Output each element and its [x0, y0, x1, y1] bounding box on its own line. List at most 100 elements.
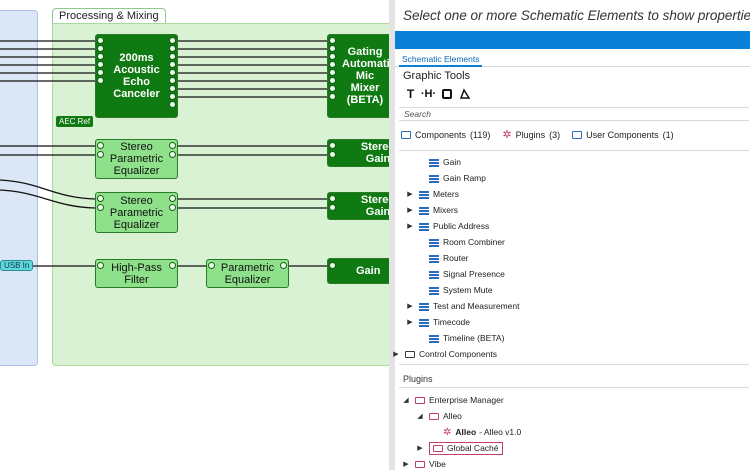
tree-item-signal-presence[interactable]: Signal Presence [419, 266, 505, 282]
input-pin[interactable] [329, 37, 336, 44]
input-pin[interactable] [329, 69, 336, 76]
tree-item-system-mute[interactable]: System Mute [419, 282, 493, 298]
input-pin[interactable] [329, 204, 336, 211]
tree-item-gain-ramp[interactable]: Gain Ramp [419, 170, 486, 186]
output-pin[interactable] [169, 151, 176, 158]
expand-arrow-icon[interactable]: ▶ [407, 319, 413, 326]
aec-ref-tag[interactable]: AEC Ref [56, 116, 94, 127]
expand-arrow-icon[interactable]: ▶ [407, 191, 413, 198]
output-pin[interactable] [169, 262, 176, 269]
output-pin[interactable] [169, 45, 176, 52]
tree-item-vibe[interactable]: ▶ Vibe [401, 456, 446, 470]
output-pin[interactable] [169, 204, 176, 211]
expand-arrow-icon[interactable]: ▶ [407, 207, 413, 214]
tab-user-components[interactable]: User Components (1) [572, 130, 674, 140]
tree-item-meters[interactable]: ▶ Meters [405, 186, 459, 202]
tree-item-public-address[interactable]: ▶ Public Address [405, 218, 489, 234]
input-pin[interactable] [97, 61, 104, 68]
tree-item-room-combiner[interactable]: Room Combiner [419, 234, 505, 250]
gain-block[interactable]: Gain [327, 258, 389, 284]
collapse-arrow-icon[interactable]: ◢ [403, 397, 409, 404]
parametric-eq-block[interactable]: Parametric Equalizer [206, 259, 289, 288]
input-pin[interactable] [97, 142, 104, 149]
stereo-gain-block[interactable]: Stereo Gain [327, 192, 389, 220]
expand-arrow-icon[interactable]: ▶ [417, 445, 423, 452]
tab-plugins[interactable]: ✲ Plugins (3) [502, 130, 560, 141]
output-pin[interactable] [280, 262, 287, 269]
output-pin[interactable] [169, 53, 176, 60]
schematic-canvas[interactable]: Processing & Mixing [0, 0, 389, 470]
input-pin[interactable] [329, 151, 336, 158]
tree-item-control-components[interactable]: ▶ Control Components [391, 346, 497, 362]
tree-item-alleo-plugin[interactable]: ✲ Alleo - Alleo v1.0 [443, 424, 521, 440]
tree-item-gain[interactable]: Gain [419, 154, 461, 170]
category-label: Plugins [515, 130, 546, 140]
input-pin[interactable] [329, 61, 336, 68]
input-pin[interactable] [97, 45, 104, 52]
line-tool-icon[interactable]: ·H· [420, 87, 437, 100]
gain-label: Gain [356, 265, 381, 277]
component-icon [419, 318, 429, 326]
tree-item-mixers[interactable]: ▶ Mixers [405, 202, 458, 218]
input-pin[interactable] [329, 53, 336, 60]
input-pin[interactable] [329, 85, 336, 92]
text-tool-icon[interactable]: T [406, 86, 415, 101]
tab-components[interactable]: Components (119) [401, 130, 490, 140]
input-pin[interactable] [97, 37, 104, 44]
input-pin[interactable] [97, 262, 104, 269]
expand-arrow-icon[interactable]: ▶ [407, 223, 413, 230]
tree-item-enterprise-manager[interactable]: ◢ Enterprise Manager [401, 392, 503, 408]
input-pin[interactable] [329, 142, 336, 149]
input-pin[interactable] [97, 204, 104, 211]
input-pin[interactable] [208, 262, 215, 269]
input-pin[interactable] [329, 93, 336, 100]
components-tree[interactable]: Gain Gain Ramp ▶ Meters ▶ Mixers ▶ Publi… [393, 150, 749, 365]
tree-item-router[interactable]: Router [419, 250, 469, 266]
output-pin[interactable] [169, 101, 176, 108]
output-pin[interactable] [169, 69, 176, 76]
output-pin[interactable] [169, 37, 176, 44]
expand-arrow-icon[interactable]: ▶ [403, 461, 409, 468]
tree-item-global-cache[interactable]: ▶ Global Caché [415, 440, 503, 456]
output-pin[interactable] [169, 85, 176, 92]
input-pin[interactable] [329, 262, 336, 269]
stereo-eq-block[interactable]: Stereo Parametric Equalizer [95, 192, 178, 233]
gating-mixer-block[interactable]: Gating Automatic Mic Mixer (BETA) [327, 34, 389, 118]
search-input[interactable]: Search [399, 107, 749, 121]
input-pin[interactable] [329, 77, 336, 84]
output-pin[interactable] [169, 93, 176, 100]
stereo-gain-block[interactable]: Stereo Gain [327, 139, 389, 167]
tree-item-timeline[interactable]: Timeline (BETA) [419, 330, 504, 346]
output-pin[interactable] [169, 77, 176, 84]
input-pin[interactable] [97, 77, 104, 84]
rectangle-tool-icon[interactable] [440, 87, 453, 100]
high-pass-filter-block[interactable]: High-Pass Filter [95, 259, 178, 288]
input-pin[interactable] [329, 195, 336, 202]
input-column[interactable] [0, 10, 38, 366]
aec-block[interactable]: 200ms Acoustic Echo Canceler [95, 34, 178, 118]
collapse-arrow-icon[interactable]: ◢ [417, 413, 423, 420]
tree-item-test-and-measurement[interactable]: ▶ Test and Measurement [405, 298, 519, 314]
input-pin[interactable] [329, 45, 336, 52]
output-pin[interactable] [169, 142, 176, 149]
input-pin[interactable] [97, 195, 104, 202]
polygon-tool-icon[interactable] [458, 87, 471, 100]
expand-arrow-icon[interactable]: ▶ [393, 351, 399, 358]
output-pin[interactable] [169, 195, 176, 202]
expand-arrow-icon[interactable]: ▶ [407, 303, 413, 310]
input-pin[interactable] [97, 151, 104, 158]
tab-schematic-elements[interactable]: Schematic Elements [399, 52, 483, 67]
input-pin[interactable] [97, 53, 104, 60]
output-pin[interactable] [169, 61, 176, 68]
selected-item-box[interactable]: Global Caché [429, 441, 503, 455]
plugins-tree[interactable]: ◢ Enterprise Manager ◢ Alleo ✲ Alleo - A… [399, 387, 749, 470]
group-title[interactable]: Processing & Mixing [52, 8, 166, 24]
tree-item-label: Gain [443, 157, 461, 167]
tab-strip: Schematic Elements [395, 50, 750, 67]
usb-in-tag[interactable]: USB In [0, 260, 34, 271]
tree-item-timecode[interactable]: ▶ Timecode [405, 314, 470, 330]
tree-item-alleo-folder[interactable]: ◢ Alleo [415, 408, 462, 424]
input-pin[interactable] [97, 69, 104, 76]
stereo-eq-block[interactable]: Stereo Parametric Equalizer [95, 139, 178, 179]
